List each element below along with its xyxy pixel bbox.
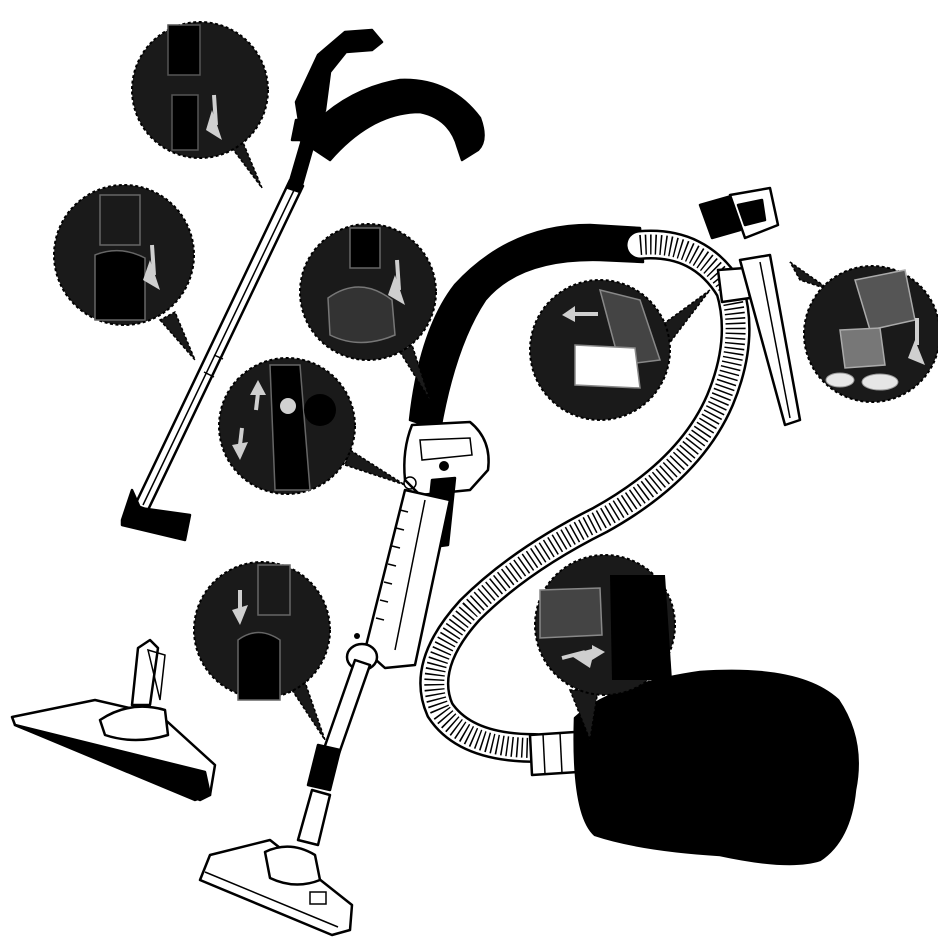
callout-tube-joint bbox=[54, 185, 195, 360]
callout-tube-lock-slide bbox=[219, 358, 405, 494]
callout-tube-to-nozzle bbox=[194, 562, 330, 740]
callout-accessory-tool bbox=[790, 262, 938, 402]
floor-nozzle-spare bbox=[12, 640, 215, 800]
canister-body bbox=[575, 671, 858, 864]
callout-hose-clip bbox=[530, 280, 710, 420]
callout-handle-to-tube bbox=[132, 22, 268, 188]
